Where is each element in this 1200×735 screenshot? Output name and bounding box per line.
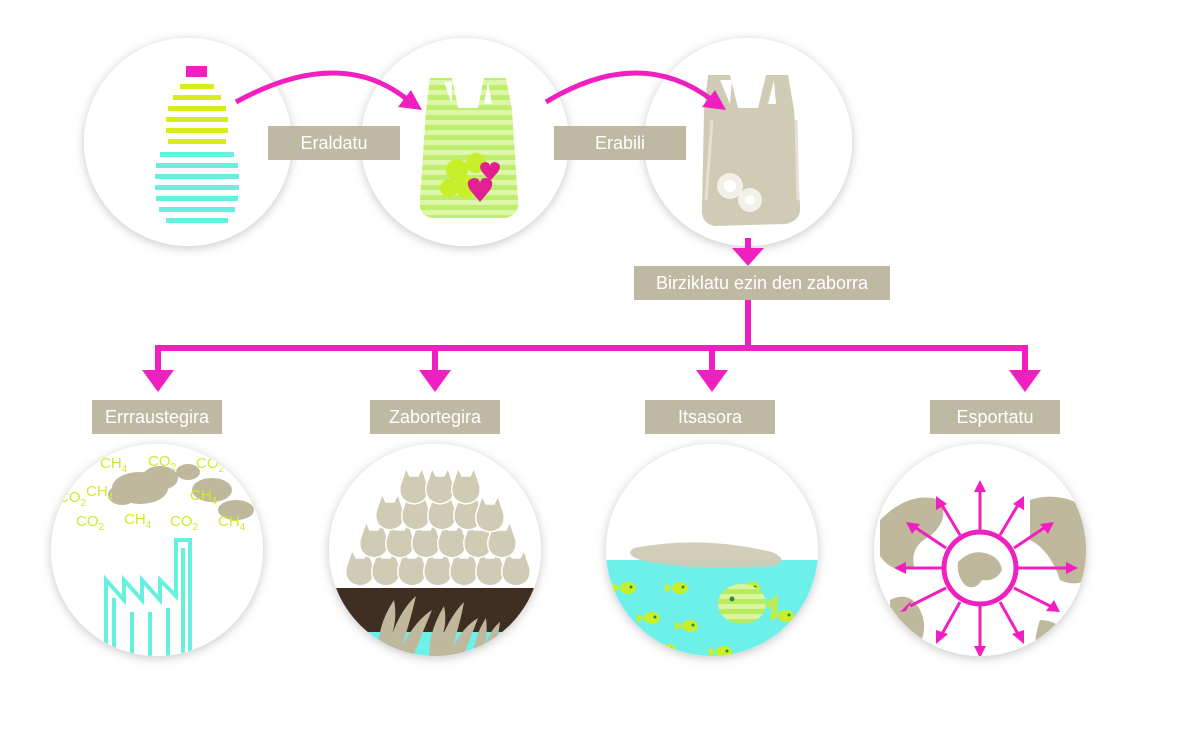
green-bag-circle xyxy=(361,38,569,246)
arrow-use xyxy=(544,70,726,110)
svg-text:CH4: CH4 xyxy=(100,455,128,475)
incinerator-circle: CH4 CO2 CO2 CH4 CH4 CO2 CO2 CH4 CO2 CH4 xyxy=(51,444,263,656)
label-transform: Eraldatu xyxy=(268,126,400,160)
label-incinerator: Errraustegira xyxy=(92,400,222,434)
export-arrows xyxy=(894,480,1078,656)
svg-text:CH4: CH4 xyxy=(218,513,246,533)
bag-pile xyxy=(345,466,531,587)
label-landfill: Zabortegira xyxy=(370,400,500,434)
export-circle xyxy=(874,444,1086,656)
svg-text:CO2: CO2 xyxy=(170,513,199,533)
svg-text:CO2: CO2 xyxy=(148,453,177,473)
arrow-transform xyxy=(234,70,422,110)
svg-text:CH4: CH4 xyxy=(190,487,218,507)
label-use: Erabili xyxy=(554,126,686,160)
factory-icon xyxy=(104,538,192,656)
bottle-icon xyxy=(155,66,239,223)
used-bag-icon xyxy=(701,75,801,226)
landfill-circle xyxy=(329,444,541,656)
label-non-recyclable: Birziklatu ezin den zaborra xyxy=(634,266,890,300)
svg-text:CH4: CH4 xyxy=(86,483,114,503)
smoke-clouds xyxy=(108,464,254,520)
sea-icon xyxy=(606,542,818,656)
branch-lines xyxy=(142,300,1041,392)
svg-text:CO2: CO2 xyxy=(76,513,105,533)
sea-circle xyxy=(606,444,818,656)
bottle-circle xyxy=(84,38,292,246)
label-sea: Itsasora xyxy=(645,400,775,434)
fish-school xyxy=(613,582,794,656)
svg-text:CH4: CH4 xyxy=(124,511,152,531)
label-export: Esportatu xyxy=(930,400,1060,434)
green-bag-icon xyxy=(419,78,519,218)
arrow-to-waste xyxy=(732,238,764,266)
